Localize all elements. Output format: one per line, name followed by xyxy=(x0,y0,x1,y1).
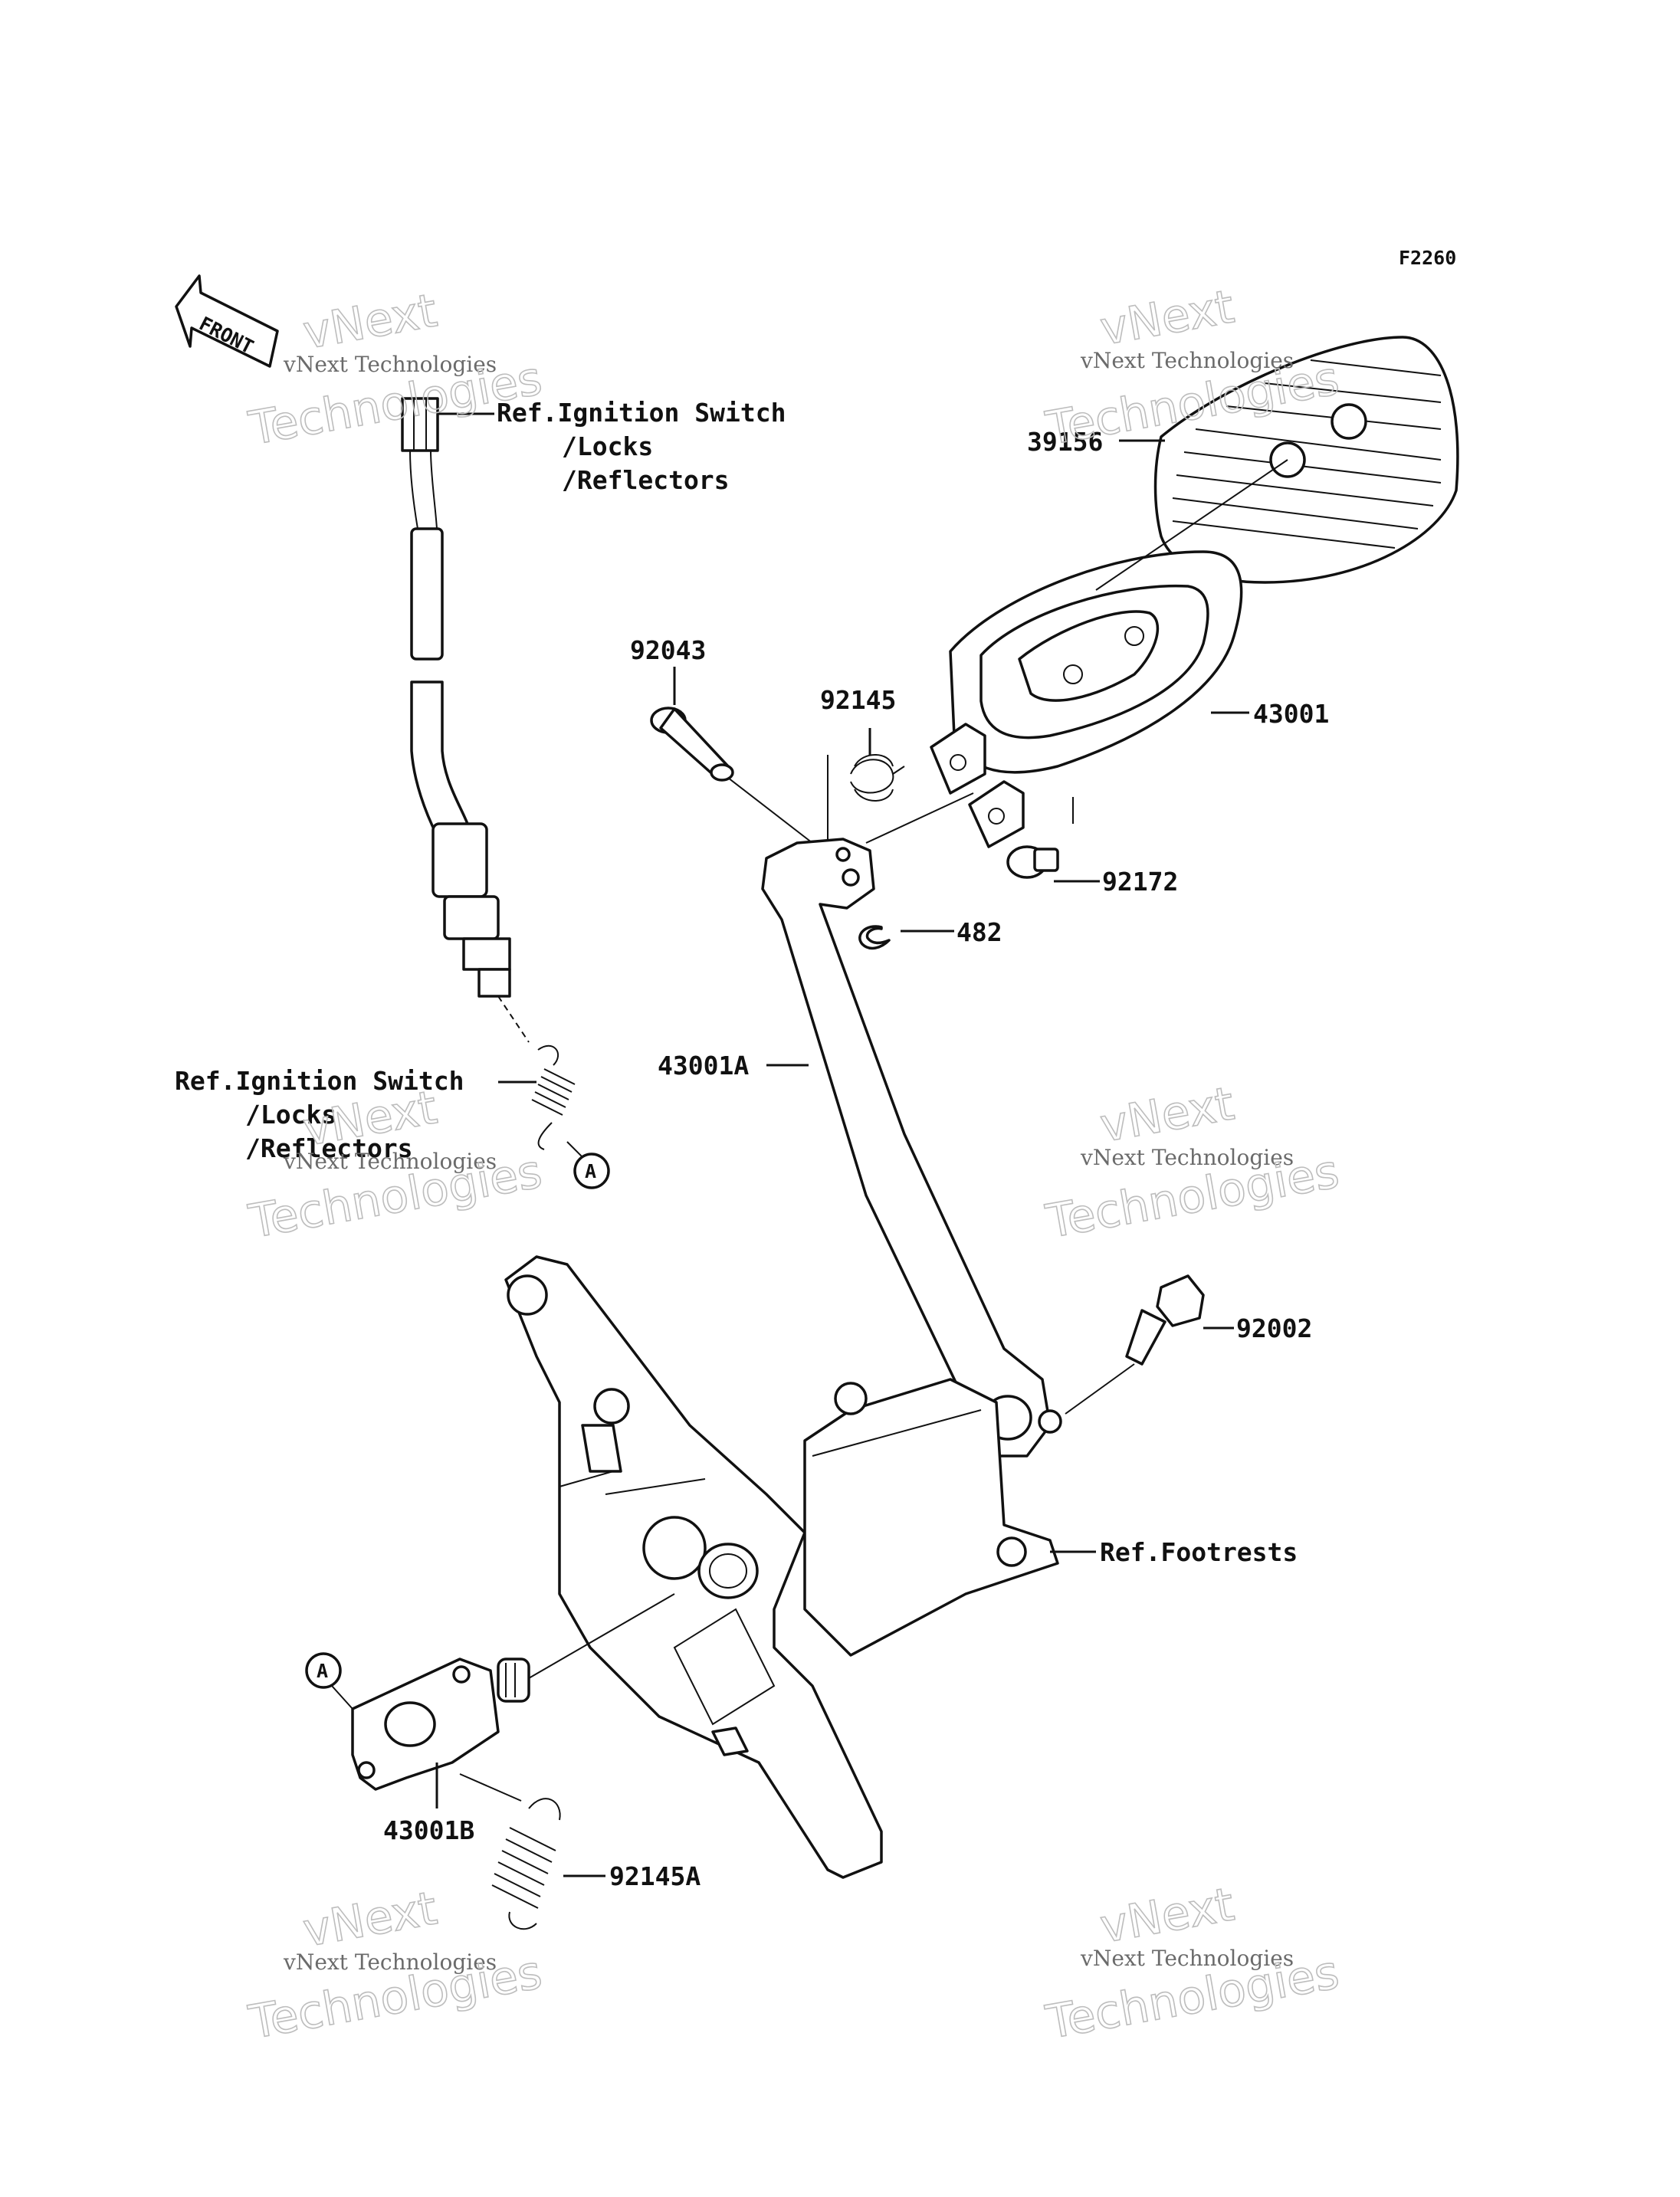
snap-ring-482 xyxy=(858,925,891,950)
svg-text:vNext: vNext xyxy=(299,284,441,359)
svg-text:A: A xyxy=(585,1160,596,1182)
pedal-pad-rubber xyxy=(1153,336,1459,584)
svg-text:vNext Technologies: vNext Technologies xyxy=(1080,1946,1294,1971)
label-43001A: 43001A xyxy=(658,1051,749,1080)
label-39156: 39156 xyxy=(1027,427,1103,457)
svg-text:vNext Technologies: vNext Technologies xyxy=(283,1949,497,1975)
svg-text:vNext: vNext xyxy=(1096,1877,1238,1953)
svg-text:/Reflectors: /Reflectors xyxy=(562,465,730,495)
marker-a-bottom xyxy=(305,1652,342,1689)
spring-92145A xyxy=(491,1798,561,1930)
front-arrow-icon: FRONT xyxy=(175,274,279,368)
label-482: 482 xyxy=(956,917,1002,947)
svg-text:vNext: vNext xyxy=(1096,280,1238,356)
label-92002: 92002 xyxy=(1236,1313,1312,1343)
pedal-holder xyxy=(930,550,1243,848)
shaft-lever xyxy=(351,1658,530,1791)
label-ref-footrests: Ref.Footrests xyxy=(1100,1537,1298,1567)
svg-text:vNext: vNext xyxy=(299,1881,441,1957)
svg-text:vNext: vNext xyxy=(1096,1077,1238,1153)
svg-text:Ref.Ignition Switch: Ref.Ignition Switch xyxy=(497,398,786,428)
svg-text:vNext Technologies: vNext Technologies xyxy=(283,352,497,377)
label-92172: 92172 xyxy=(1102,867,1178,897)
label-43001: 43001 xyxy=(1253,699,1329,729)
svg-text:vNext Technologies: vNext Technologies xyxy=(283,1149,497,1174)
figure-code: F2260 xyxy=(1399,247,1456,269)
svg-text:/Reflectors: /Reflectors xyxy=(245,1133,413,1163)
brake-light-switch: A xyxy=(401,397,610,1189)
bolt-92172 xyxy=(1006,845,1059,879)
svg-text:/Locks: /Locks xyxy=(245,1100,336,1130)
bolt-92002 xyxy=(1125,1274,1205,1366)
svg-text:A: A xyxy=(317,1660,328,1682)
pin-92043 xyxy=(650,707,734,782)
label-92145A: 92145A xyxy=(609,1861,701,1891)
label-92145: 92145 xyxy=(820,685,896,715)
label-43001B: 43001B xyxy=(383,1815,474,1845)
spring-92145 xyxy=(850,754,905,802)
ref-ignition-top-label: Ref.Ignition Switch /Locks /Reflectors xyxy=(497,398,786,495)
svg-text:vNext Technologies: vNext Technologies xyxy=(1080,1145,1294,1170)
svg-text:/Locks: /Locks xyxy=(562,431,653,461)
svg-text:Ref.Ignition Switch: Ref.Ignition Switch xyxy=(175,1066,464,1096)
label-92043: 92043 xyxy=(630,635,706,665)
ref-ignition-left-label: Ref.Ignition Switch /Locks /Reflectors xyxy=(175,1066,464,1163)
footrest-bracket xyxy=(504,1255,1059,1879)
svg-text:vNext Technologies: vNext Technologies xyxy=(1080,348,1294,373)
marker-a-top xyxy=(573,1153,610,1189)
brake-switch-spring xyxy=(531,1044,576,1150)
